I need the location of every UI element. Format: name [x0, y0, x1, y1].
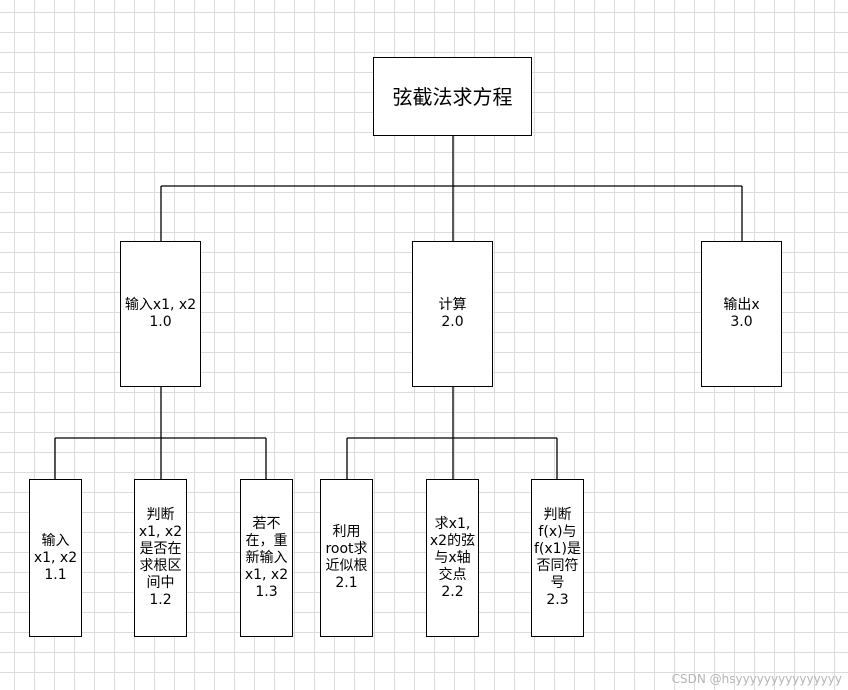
node-code: 3.0 — [730, 314, 753, 330]
node-code: 1.3 — [255, 583, 278, 600]
node-code: 1.0 — [149, 314, 172, 330]
node-code: 2.2 — [441, 583, 464, 600]
node-1-3: 若不 在，重 新输入 x1, x2 1.3 — [240, 479, 293, 637]
node-label: 计算 — [438, 297, 467, 313]
root-node: 弦截法求方程 — [373, 57, 532, 136]
node-label: 求x1, x2的弦 与x轴 交点 — [429, 515, 476, 583]
node-2-1: 利用 root求 近似根 2.1 — [320, 479, 373, 637]
node-label: 判断 f(x)与 f(x1)是 否同符 号 — [533, 507, 582, 591]
node-1-1: 输入 x1, x2 1.1 — [29, 479, 82, 637]
node-label: 判断 x1, x2 是否在 求根区 间中 — [138, 507, 183, 591]
csdn-watermark: CSDN @hsyyyyyyyyyyyyyyy — [671, 672, 842, 686]
node-label: 利用 root求 近似根 — [325, 524, 368, 574]
node-1-2: 判断 x1, x2 是否在 求根区 间中 1.2 — [134, 479, 187, 637]
node-2-2: 求x1, x2的弦 与x轴 交点 2.2 — [426, 479, 479, 637]
node-code: 2.3 — [546, 592, 569, 608]
root-label: 弦截法求方程 — [392, 84, 513, 109]
node-label: 输入x1, x2 — [124, 297, 197, 313]
node-label: 输入 x1, x2 — [33, 532, 78, 566]
node-2-3: 判断 f(x)与 f(x1)是 否同符 号 2.3 — [531, 479, 584, 637]
node-compute: 计算 2.0 — [412, 241, 493, 387]
node-label: 若不 在，重 新输入 x1, x2 — [244, 515, 289, 583]
node-code: 1.1 — [44, 566, 67, 583]
node-code: 2.1 — [335, 575, 358, 591]
node-input-x1-x2: 输入x1, x2 1.0 — [120, 241, 201, 387]
node-output-x: 输出x 3.0 — [701, 241, 782, 387]
node-label: 输出x — [723, 297, 760, 313]
node-code: 2.0 — [441, 314, 464, 330]
node-code: 1.2 — [149, 592, 172, 608]
